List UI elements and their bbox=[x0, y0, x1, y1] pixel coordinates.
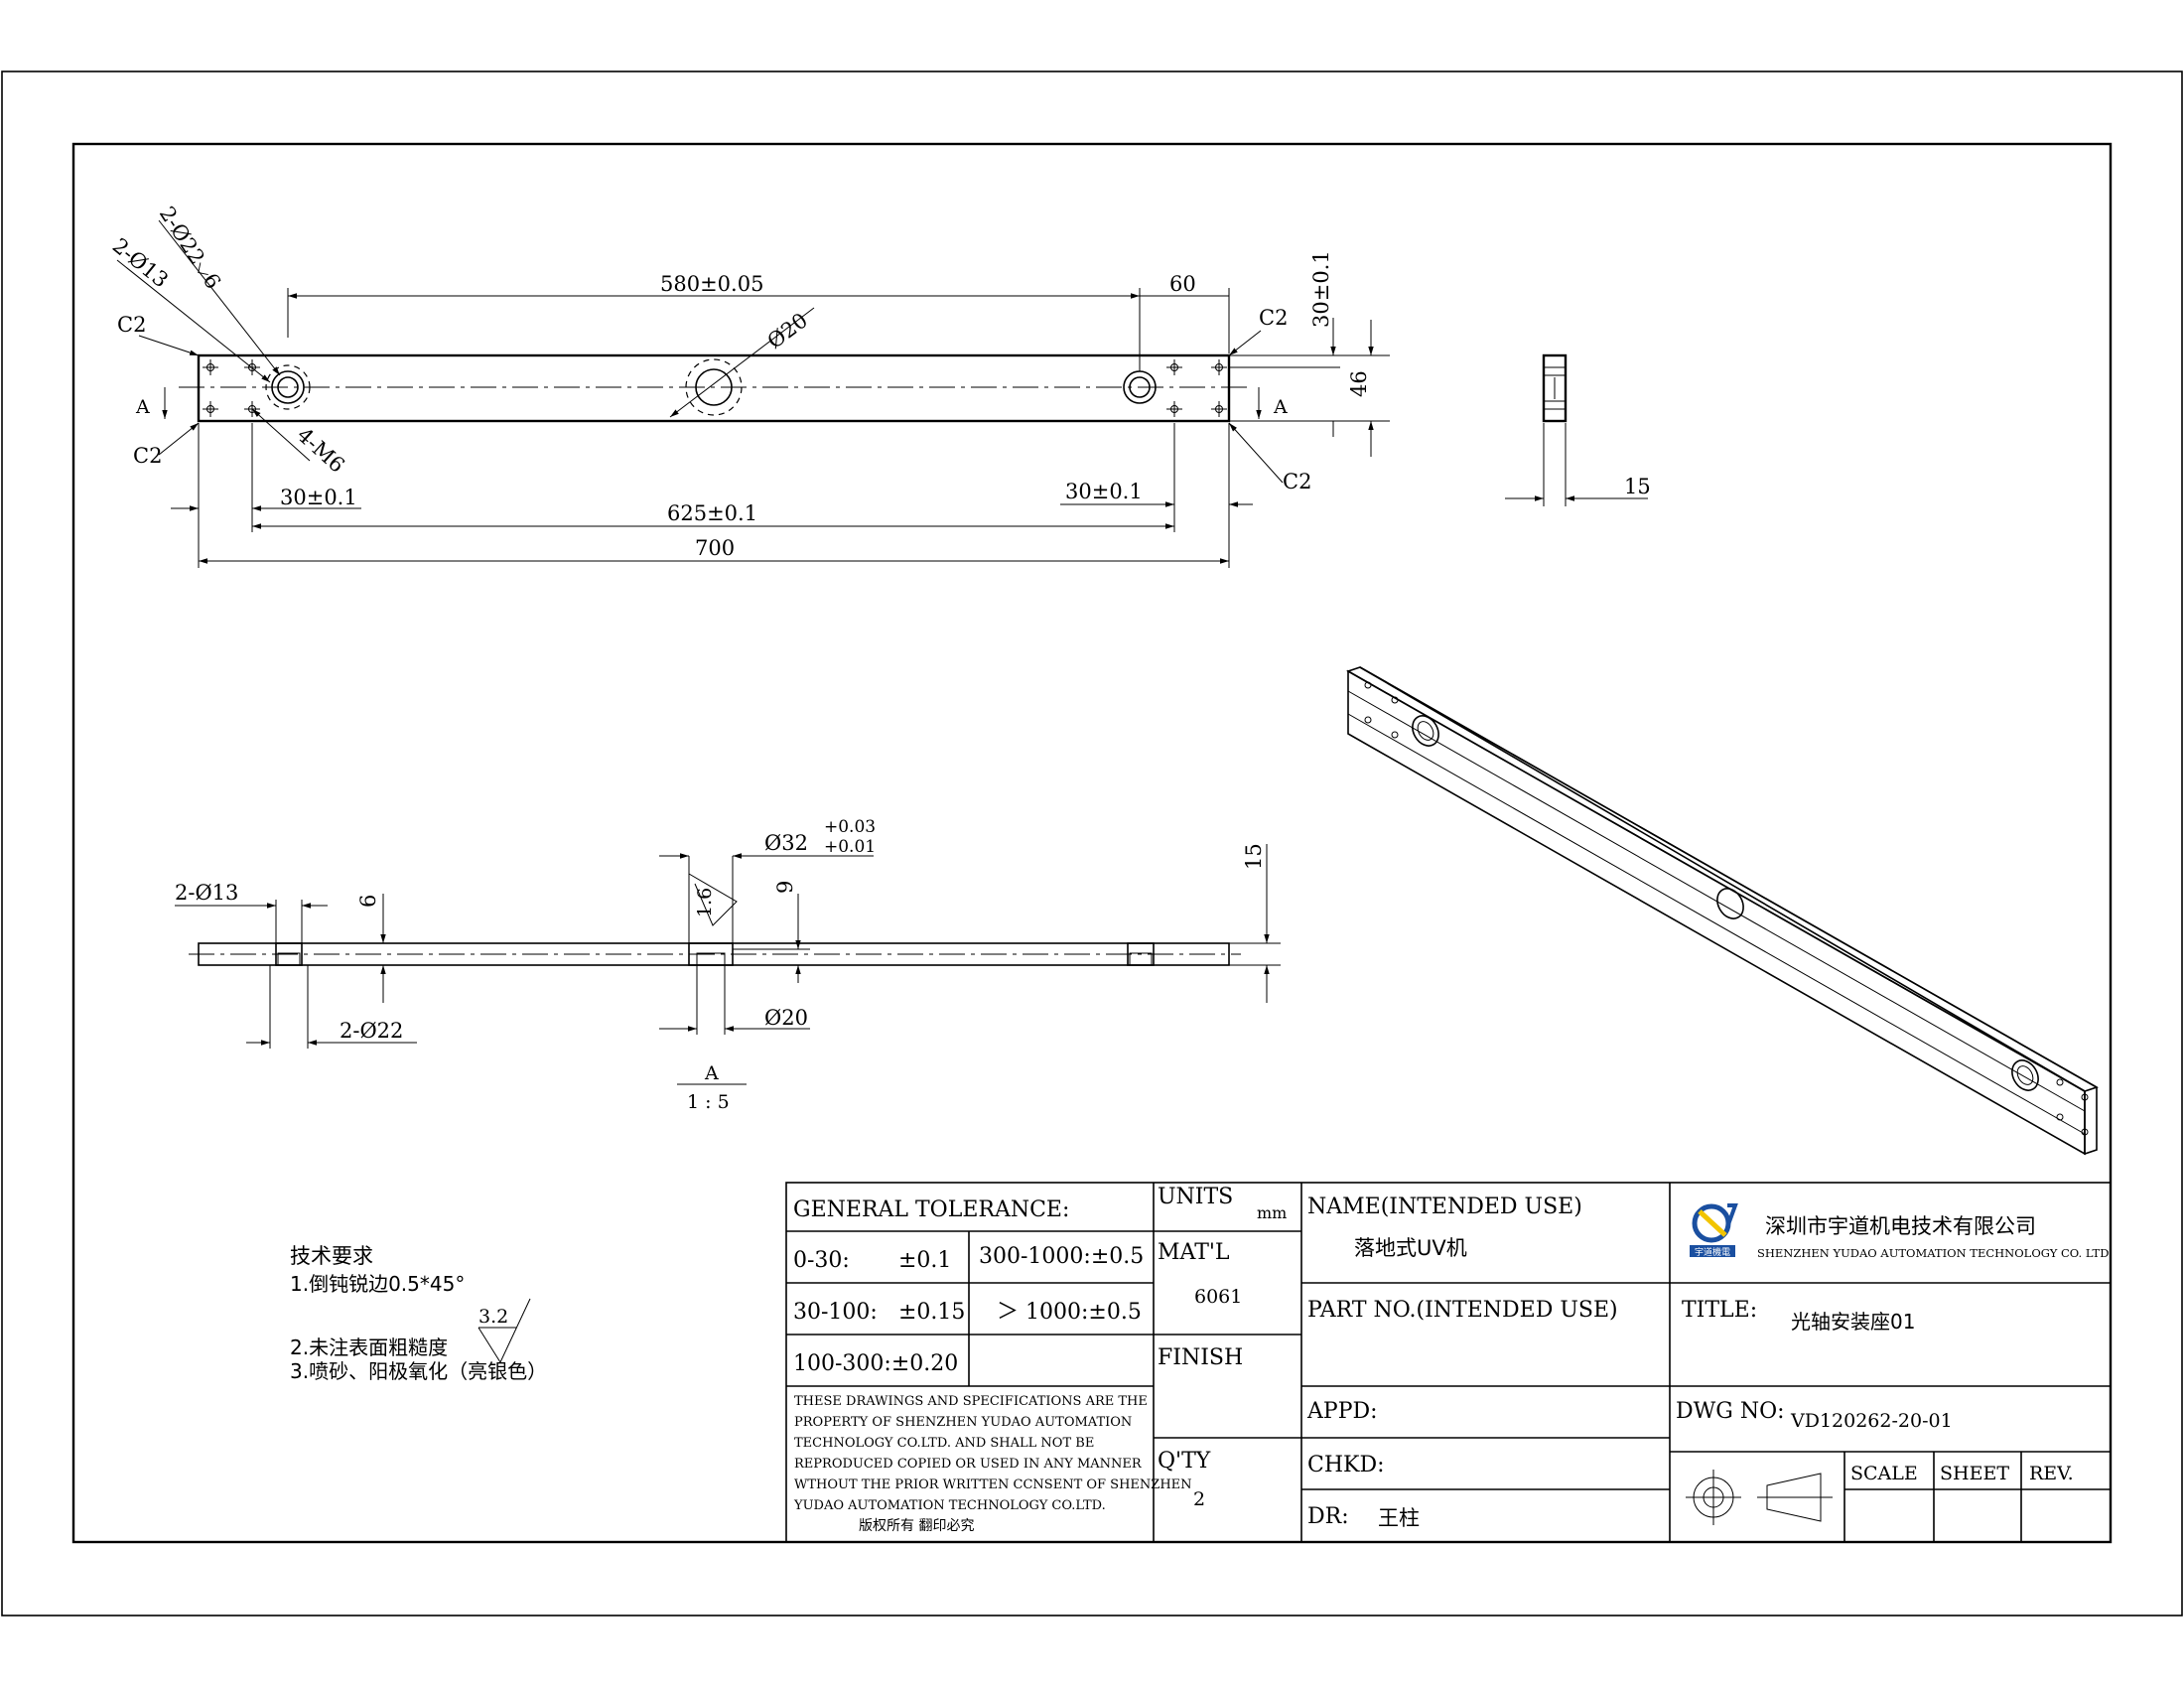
dr-label: DR: bbox=[1307, 1504, 1349, 1529]
chamfer-c2-tr: C2 bbox=[1259, 306, 1288, 330]
dim-30-right: 30±0.1 bbox=[1065, 480, 1143, 503]
notes-roughness: 3.2 bbox=[478, 1306, 508, 1328]
dim-15-section: 15 bbox=[1242, 843, 1266, 870]
dim-9: 9 bbox=[773, 881, 797, 894]
tol-300-1000: 300-1000:±0.5 bbox=[979, 1244, 1144, 1269]
dim-30-left: 30±0.1 bbox=[280, 486, 357, 509]
dwg-value: VD120262-20-01 bbox=[1790, 1410, 1953, 1432]
tol-gt-1000: ＞ 1000:±0.5 bbox=[997, 1300, 1142, 1325]
company-cn: 深圳市宇道机电技术有限公司 bbox=[1765, 1214, 2036, 1238]
logo-text: 宇道機電 bbox=[1695, 1246, 1730, 1258]
dim-30-top: 30±0.1 bbox=[1309, 250, 1333, 328]
units-value: mm bbox=[1257, 1203, 1287, 1222]
side-view: 15 bbox=[1505, 353, 1651, 506]
tol-lower: +0.01 bbox=[824, 837, 876, 857]
material-label: MAT'L bbox=[1158, 1240, 1230, 1265]
outer-border bbox=[1, 70, 2183, 1617]
rev-label: REV. bbox=[2029, 1463, 2074, 1484]
projection-symbol-icon bbox=[1686, 1470, 1833, 1525]
label-2phi13: 2-Ø13 bbox=[108, 233, 173, 292]
dim-625: 625±0.1 bbox=[667, 501, 757, 525]
appd-label: APPD: bbox=[1306, 1399, 1378, 1424]
isometric-view bbox=[1346, 666, 2099, 1156]
scale-label: SCALE bbox=[1850, 1463, 1918, 1484]
title-label: TITLE: bbox=[1682, 1298, 1757, 1323]
company-en: SHENZHEN YUDAO AUTOMATION TECHNOLOGY CO.… bbox=[1757, 1246, 2109, 1260]
finish-label: FINISH bbox=[1158, 1345, 1243, 1370]
notes-line1: 1.倒钝锐边0.5*45° bbox=[290, 1272, 465, 1296]
copyright-line: WTHOUT THE PRIOR WRITTEN CCNSENT OF SHEN… bbox=[794, 1477, 1192, 1492]
notes-line2: 2.未注表面粗糙度 bbox=[290, 1336, 448, 1359]
notes-heading: 技术要求 bbox=[290, 1244, 373, 1268]
dim-phi20-section: Ø20 bbox=[764, 1006, 808, 1030]
label-4m6: 4-M6 bbox=[293, 423, 349, 478]
name-value: 落地式UV机 bbox=[1354, 1236, 1467, 1260]
copyright-line: PROPERTY OF SHENZHEN YUDAO AUTOMATION bbox=[794, 1415, 1132, 1430]
sheet-label: SHEET bbox=[1940, 1463, 2009, 1484]
tol-30-100-range: 30-100: bbox=[793, 1300, 878, 1325]
tol-upper: +0.03 bbox=[824, 817, 876, 837]
dim-46: 46 bbox=[1347, 370, 1371, 397]
units-label: UNITS bbox=[1158, 1185, 1233, 1209]
dim-60: 60 bbox=[1169, 272, 1196, 296]
dim-phi32: Ø32 bbox=[764, 831, 808, 855]
dim-2phi22-section: 2-Ø22 bbox=[340, 1019, 403, 1043]
section-label: A bbox=[704, 1062, 719, 1084]
qty-value: 2 bbox=[1193, 1488, 1205, 1510]
dr-value: 王柱 bbox=[1378, 1506, 1420, 1530]
dwg-label: DWG NO: bbox=[1676, 1399, 1785, 1424]
material-value: 6061 bbox=[1194, 1286, 1242, 1308]
copyright-line: REPRODUCED COPIED OR USED IN ANY MANNER bbox=[794, 1457, 1143, 1472]
copyright-line: THESE DRAWINGS AND SPECIFICATIONS ARE TH… bbox=[794, 1394, 1148, 1409]
copyright-line: TECHNOLOGY CO.LTD. AND SHALL NOT BE bbox=[794, 1436, 1094, 1451]
chamfer-c2-tl: C2 bbox=[117, 313, 146, 337]
tol-0-30-value: ±0.1 bbox=[898, 1248, 951, 1273]
tol-30-100-value: ±0.15 bbox=[898, 1300, 965, 1325]
technical-notes: 技术要求 1.倒钝锐边0.5*45° 3.2 2.未注表面粗糙度 3.喷砂、阳极… bbox=[290, 1244, 547, 1383]
chamfer-c2-br: C2 bbox=[1283, 470, 1311, 493]
copyright-notice: THESE DRAWINGS AND SPECIFICATIONS ARE TH… bbox=[793, 1394, 1192, 1534]
notes-line3: 3.喷砂、阳极氧化（亮银色） bbox=[290, 1359, 547, 1383]
dim-15-side: 15 bbox=[1624, 475, 1651, 498]
section-a-right: A bbox=[1273, 396, 1288, 418]
company-logo bbox=[1690, 1203, 1738, 1257]
roughness-16: 1.6 bbox=[694, 888, 716, 917]
dim-580: 580±0.05 bbox=[660, 272, 763, 296]
title-value: 光轴安装座01 bbox=[1791, 1310, 1915, 1334]
title-block: GENERAL TOLERANCE: 0-30: ±0.1 300-1000:±… bbox=[785, 1182, 2112, 1543]
copyright-cn: 版权所有 翻印必究 bbox=[859, 1518, 974, 1534]
dim-2phi13-section: 2-Ø13 bbox=[175, 881, 238, 905]
chkd-label: CHKD: bbox=[1307, 1453, 1385, 1477]
dim-700: 700 bbox=[695, 536, 735, 560]
general-tolerance-label: GENERAL TOLERANCE: bbox=[793, 1197, 1069, 1222]
qty-label: Q'TY bbox=[1158, 1449, 1211, 1474]
section-scale: 1 : 5 bbox=[687, 1091, 730, 1113]
tol-0-30-range: 0-30: bbox=[793, 1248, 850, 1273]
part-no-label: PART NO.(INTENDED USE) bbox=[1307, 1298, 1618, 1323]
tol-100-300: 100-300:±0.20 bbox=[793, 1351, 958, 1376]
section-a-left: A bbox=[135, 396, 150, 418]
dim-6: 6 bbox=[356, 895, 380, 908]
chamfer-c2-bl: C2 bbox=[133, 444, 162, 468]
section-view: 2-Ø13 6 Ø32 +0.03 +0.01 1.6 9 15 2-Ø2 bbox=[175, 817, 1281, 1113]
top-view: 580±0.05 60 30±0.1 46 Ø20 2-Ø22⌵6 2-Ø13 … bbox=[108, 203, 1390, 568]
name-label: NAME(INTENDED USE) bbox=[1307, 1195, 1582, 1219]
copyright-line: YUDAO AUTOMATION TECHNOLOGY CO.LTD. bbox=[793, 1498, 1106, 1513]
